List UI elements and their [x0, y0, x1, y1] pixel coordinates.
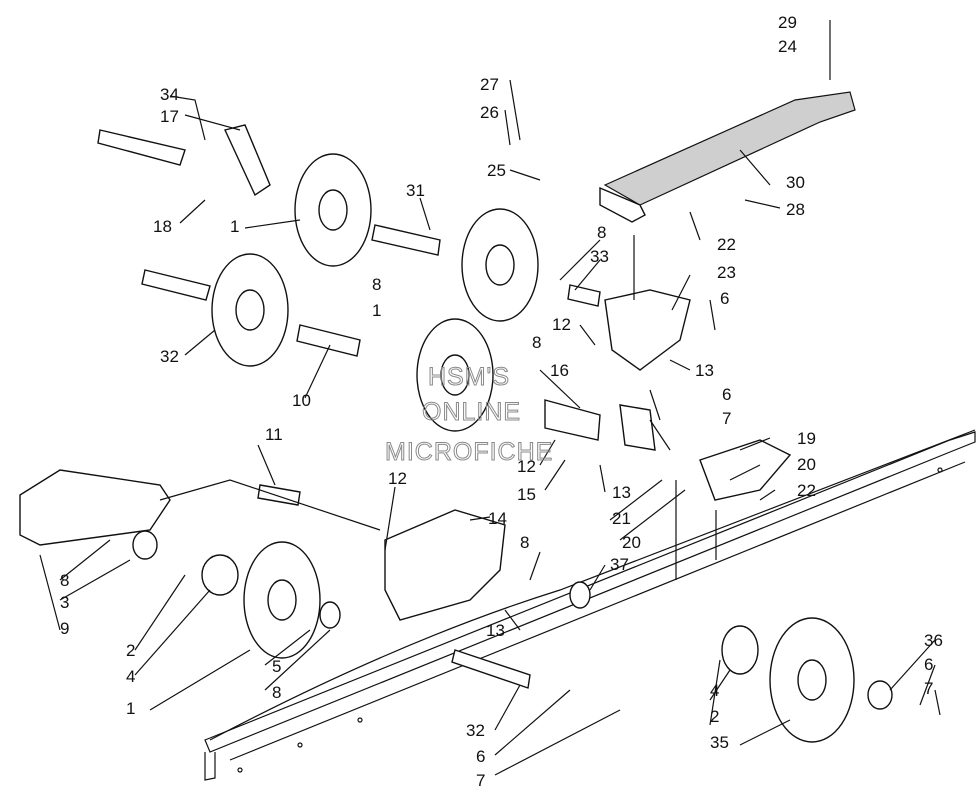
brackets	[604, 289, 792, 501]
callout-13-c: 13	[486, 621, 505, 640]
callout-4-b: 4	[710, 681, 719, 700]
callout-16: 16	[550, 361, 569, 380]
callout-13-b: 13	[612, 483, 631, 502]
svg-text:ONLINE: ONLINE	[422, 398, 521, 426]
callout-10: 10	[292, 391, 311, 410]
svg-text:HSM'S: HSM'S	[428, 363, 510, 391]
upper-shaft-assembly	[97, 124, 601, 322]
callout-6-b: 6	[722, 385, 731, 404]
callout-32-a: 32	[160, 347, 179, 366]
callout-17: 17	[160, 107, 179, 126]
callout-14: 14	[488, 509, 507, 528]
svg-text:MICROFICHE: MICROFICHE	[385, 438, 553, 466]
callout-8-b: 8	[372, 275, 381, 294]
callout-11: 11	[265, 425, 283, 444]
callout-22-b: 22	[797, 481, 816, 500]
callout-30: 30	[786, 173, 805, 192]
shock-arm	[599, 20, 856, 223]
callout-6-c: 6	[924, 655, 933, 674]
callout-7-c: 7	[476, 771, 485, 790]
callout-12-c: 12	[388, 469, 407, 488]
callout-24: 24	[778, 37, 797, 56]
callout-35: 35	[710, 733, 729, 752]
callout-20-b: 20	[622, 533, 641, 552]
callout-34: 34	[160, 85, 179, 104]
callout-7-a: 7	[722, 409, 731, 428]
callout-26: 26	[480, 103, 499, 122]
callout-37: 37	[610, 555, 629, 574]
slide-rail	[204, 429, 976, 781]
callout-3: 3	[60, 593, 69, 612]
leader-lines	[39, 79, 941, 776]
callout-8-d: 8	[520, 533, 529, 552]
callout-5: 5	[272, 657, 281, 676]
callout-1-c: 1	[126, 699, 135, 718]
callout-25: 25	[487, 161, 506, 180]
callout-1-b: 1	[372, 301, 381, 320]
callout-18: 18	[153, 217, 172, 236]
callout-29: 29	[778, 13, 797, 32]
callout-6-d: 6	[476, 747, 485, 766]
callout-4-a: 4	[126, 667, 135, 686]
callout-33: 33	[590, 247, 609, 266]
watermark: HSM'S ONLINE MICROFICHE	[385, 363, 553, 467]
callout-7-b: 7	[924, 679, 933, 698]
callout-20-a: 20	[797, 455, 816, 474]
callout-31: 31	[406, 181, 425, 200]
callout-21: 21	[612, 509, 631, 528]
callout-13-a: 13	[695, 361, 714, 380]
callout-8-a: 8	[597, 223, 606, 242]
callout-22: 22	[717, 235, 736, 254]
callout-2-b: 2	[710, 707, 719, 726]
callout-32-b: 32	[466, 721, 485, 740]
callout-12-a: 12	[552, 315, 571, 334]
lower-assembly	[19, 469, 893, 743]
callout-36: 36	[924, 631, 943, 650]
callout-19: 19	[797, 429, 816, 448]
middle-shaft-assembly	[141, 253, 656, 451]
callout-15: 15	[517, 485, 536, 504]
callout-12-b: 12	[517, 457, 536, 476]
callout-8-f: 8	[272, 683, 281, 702]
callout-28: 28	[786, 200, 805, 219]
callout-labels: 29 24 27 26 25 28 30 22 34 17 18 31 1 8 …	[60, 13, 943, 790]
callout-1-a: 1	[230, 217, 239, 236]
callout-2-a: 2	[126, 641, 135, 660]
callout-27: 27	[480, 75, 499, 94]
callout-23: 23	[717, 263, 736, 282]
callout-8-c: 8	[532, 333, 541, 352]
callout-9: 9	[60, 619, 69, 638]
callout-6-a: 6	[720, 289, 729, 308]
callout-8-e: 8	[60, 571, 69, 590]
